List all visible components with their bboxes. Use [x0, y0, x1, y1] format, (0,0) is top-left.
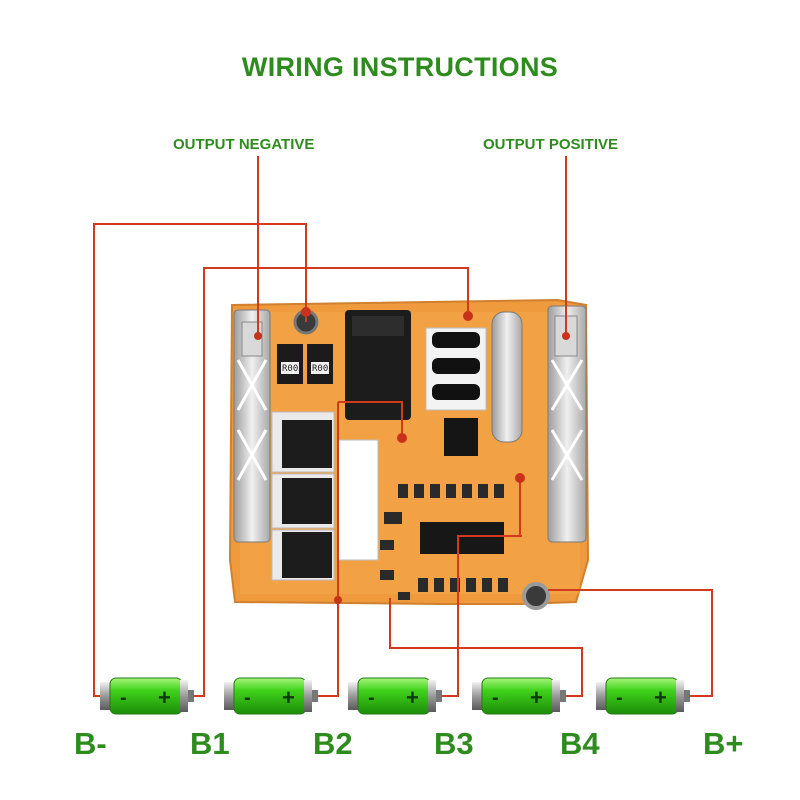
node-label-b-minus: B- [74, 726, 107, 761]
center-metal-tab [491, 311, 523, 443]
battery-4: - + [472, 677, 566, 715]
resistor-marking-2: R003 [312, 364, 334, 374]
right-nickel-strip [547, 305, 587, 543]
battery-5-neg: - [616, 687, 623, 709]
node-label-b3: B3 [434, 726, 474, 761]
node-label-b1: B1 [190, 726, 230, 761]
battery-1: - + [100, 677, 194, 715]
mounting-hole-bottom [522, 582, 550, 610]
diode-array [425, 327, 487, 411]
battery-5-pos: + [654, 685, 667, 710]
node-label-b2: B2 [313, 726, 353, 761]
wires [93, 156, 713, 697]
battery-3-pos: + [406, 685, 419, 710]
battery-4-pos: + [530, 685, 543, 710]
left-nickel-strip [233, 309, 271, 543]
shunt-resistors: R003 R003 [277, 344, 334, 384]
node-label-b4: B4 [560, 726, 600, 761]
battery-2-pos: + [282, 685, 295, 710]
output-negative-label: OUTPUT NEGATIVE [173, 136, 315, 153]
battery-2: - + [224, 677, 318, 715]
battery-3: - + [348, 677, 442, 715]
output-positive-label: OUTPUT POSITIVE [483, 136, 619, 153]
smd-components [380, 484, 508, 600]
mosfet-column [271, 411, 379, 581]
solder-points [254, 307, 570, 604]
battery-5: - + [596, 677, 690, 715]
node-label-b-plus: B+ [703, 726, 744, 761]
battery-2-neg: - [244, 687, 251, 709]
battery-4-neg: - [492, 687, 499, 709]
battery-3-neg: - [368, 687, 375, 709]
battery-1-pos: + [158, 685, 171, 710]
resistor-marking-1: R003 [282, 364, 304, 374]
small-ic [444, 418, 478, 456]
control-ic [420, 522, 504, 554]
page-title: WIRING INSTRUCTIONS [241, 52, 559, 82]
battery-1-neg: - [120, 687, 127, 709]
large-mosfet [345, 310, 411, 420]
